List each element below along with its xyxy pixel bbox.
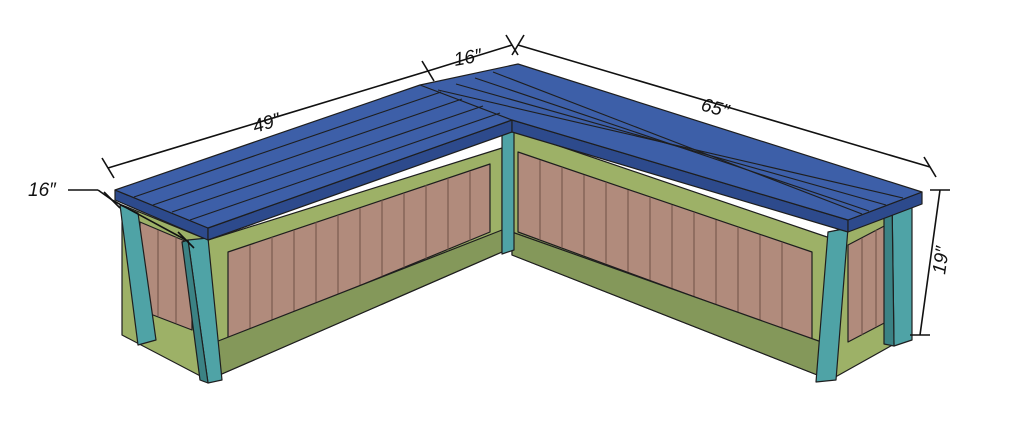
dimension-lines	[68, 34, 950, 336]
label-height: 19″	[929, 244, 954, 276]
seat-top-surface	[114, 63, 923, 229]
leg-right-back	[891, 195, 913, 347]
left-front-frame	[207, 147, 503, 381]
right-front-frame	[511, 129, 831, 381]
seat-board-seams-left	[133, 91, 501, 221]
seat-board-seams-right	[437, 71, 904, 215]
seat-top	[114, 63, 923, 241]
leg-inner-corner	[501, 121, 515, 255]
label-corner-width: 16″	[452, 45, 484, 71]
label-back-right-length: 65″	[699, 95, 733, 123]
label-left-end-depth: 16″	[28, 180, 57, 201]
left-front-slats	[249, 171, 471, 331]
legs	[119, 121, 913, 384]
right-front-slats	[539, 160, 783, 328]
